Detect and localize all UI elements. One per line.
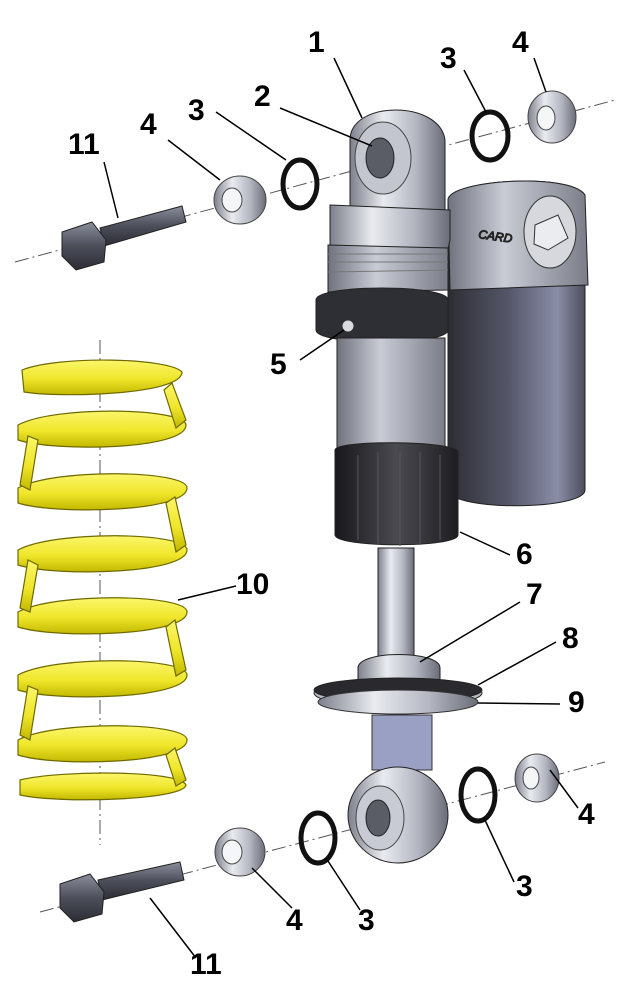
upper-right-oring-icon [469, 109, 511, 163]
callout-10: 10 [236, 568, 270, 601]
upper-right-bushing-icon [527, 90, 577, 144]
lower-right-bushing-icon [514, 753, 560, 803]
callout-3-upper-right: 3 [440, 42, 457, 75]
callout-4-lower-right: 4 [578, 798, 595, 831]
leader-lines [103, 57, 579, 959]
callout-3-lower-right: 3 [516, 870, 533, 903]
callout-2: 2 [254, 80, 271, 113]
upper-left-oring-icon [280, 157, 320, 211]
callout-4-upper-right: 4 [512, 26, 529, 59]
shock-body-icon [313, 109, 483, 864]
callout-5: 5 [270, 348, 287, 381]
callout-3-upper-left: 3 [188, 94, 205, 127]
callout-8: 8 [562, 622, 579, 655]
brand-logo: CARD [478, 227, 514, 246]
reservoir-icon: CARD [447, 180, 589, 507]
callout-6: 6 [516, 538, 533, 571]
callout-1: 1 [308, 26, 325, 59]
callout-11-lower: 11 [190, 948, 222, 981]
coil-spring-icon [17, 359, 188, 801]
callout-9: 9 [568, 686, 585, 719]
callout-3-lower-left: 3 [358, 904, 375, 937]
callout-4-upper-left: 4 [140, 108, 157, 141]
lower-mounting-bolt-icon [59, 861, 185, 923]
callout-11-upper: 11 [68, 128, 100, 161]
lower-left-oring-icon [298, 810, 338, 866]
upper-mounting-bolt-icon [61, 205, 187, 271]
upper-left-bushing-icon [213, 175, 267, 225]
callout-4-lower-left: 4 [286, 904, 303, 937]
callout-7: 7 [526, 578, 543, 611]
lower-left-bushing-icon [214, 827, 266, 877]
lower-right-oring-icon [458, 766, 498, 824]
